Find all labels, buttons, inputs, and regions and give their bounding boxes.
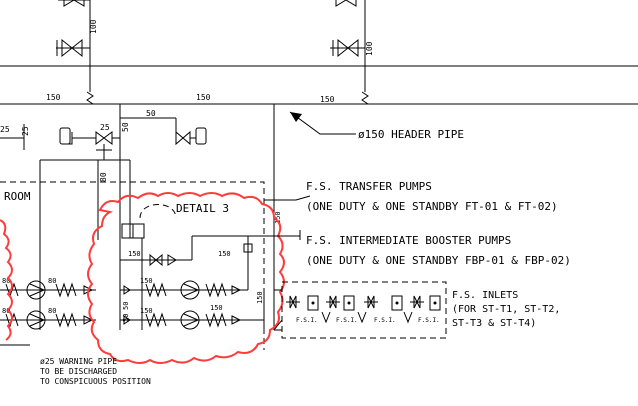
gate-valve-icon <box>56 38 90 58</box>
booster-pump-assembly: DETAIL 3 50 50 150 150 150 150 <box>119 202 282 330</box>
pipe-size-label: 50 <box>146 109 156 118</box>
header-pipe: 150 150 150 <box>0 65 638 330</box>
check-valve-icon <box>167 254 177 266</box>
annotation-leaders <box>192 195 311 240</box>
inlet-tag: F.S.I. <box>418 317 440 324</box>
pipe-size-label: 150 <box>274 211 282 224</box>
pipe-size-label: 100 <box>89 19 98 34</box>
check-valve-icon <box>86 91 94 105</box>
pipe-size-label: 150 <box>128 250 141 258</box>
transfer-pumps-detail: (ONE DUTY & ONE STANDBY FT-01 & FT-02) <box>306 200 558 213</box>
check-valve-icon <box>361 91 369 105</box>
flex-connector-icon <box>145 282 167 298</box>
revision-cloud <box>87 192 285 364</box>
pipe-size-label: 50 <box>122 302 130 310</box>
pipe-size-label: 25 <box>0 125 10 134</box>
valve-box-icon <box>243 243 253 253</box>
header-pipe-leader: ø150 HEADER PIPE <box>289 111 464 141</box>
check-valve-icon <box>83 315 94 325</box>
flex-connector-icon <box>205 282 227 298</box>
pipe-size-label: 150 <box>140 277 153 285</box>
pipe-size-label: 25 <box>100 123 110 132</box>
inlets-detail-1: (FOR ST-T1, ST-T2, <box>452 304 560 315</box>
top-risers: 100 100 <box>56 0 374 105</box>
header-pipe-label: ø150 HEADER PIPE <box>358 128 464 141</box>
inlet-unit: F.S.I. <box>286 295 331 324</box>
gate-valve-icon <box>330 38 365 58</box>
gate-valve-icon <box>149 253 163 267</box>
inlets-title: F.S. INLETS <box>452 290 518 301</box>
inlet-unit: F.S.I. <box>326 295 367 324</box>
flex-connector-icon <box>145 312 167 328</box>
pump-area-piping: 80 <box>0 159 131 346</box>
transfer-pumps: 80 80 80 80 <box>0 277 96 330</box>
pipe-size-label: 150 <box>140 307 153 315</box>
pipe-size-label: 150 <box>256 291 264 304</box>
flex-connector-icon <box>205 312 227 328</box>
pipe-size-label: 150 <box>46 93 61 102</box>
detail-label: DETAIL 3 <box>176 202 229 215</box>
transfer-pumps-title: F.S. TRANSFER PUMPS <box>306 180 432 193</box>
inlet-unit: F.S.I. <box>410 295 441 324</box>
pipe-size-label: 50 <box>121 122 130 132</box>
check-valve-icon <box>231 285 242 295</box>
flex-connector-icon <box>55 282 77 298</box>
pipe-size-label: 100 <box>365 41 374 56</box>
gate-valve-icon <box>335 0 357 7</box>
booster-pumps-detail: (ONE DUTY & ONE STANDBY FBP-01 & FBP-02) <box>306 254 571 267</box>
pipe-size-label: 80 <box>2 307 10 315</box>
inlet-tag: F.S.I. <box>296 317 318 324</box>
inlets-detail-2: ST-T3 & ST-T4) <box>452 318 536 329</box>
room-label: ROOM <box>4 190 31 203</box>
pipe-size-label: 150 <box>196 93 211 102</box>
gate-valve-icon <box>58 0 90 7</box>
fs-inlets: F.S.I. F.S.I. F.S.I. F.S.I. <box>273 281 447 339</box>
warning-pipe-label: ø25 WARNING PIPE <box>40 357 117 366</box>
pipe-size-label: 150 <box>320 95 335 104</box>
inlet-tag: F.S.I. <box>336 317 358 324</box>
check-valve-icon <box>231 315 242 325</box>
revision-cloud-left <box>0 219 13 341</box>
check-valve-icon <box>123 315 131 325</box>
gate-valve-icon <box>95 131 113 145</box>
pipe-size-label: 80 <box>2 277 10 285</box>
check-valve-icon <box>123 285 131 295</box>
gate-valve-icon <box>175 130 191 146</box>
pipe-size-label: 80 <box>99 172 108 182</box>
pipe-size-label: 80 <box>48 277 56 285</box>
pipe-size-label: 25 <box>21 126 30 136</box>
warning-pipe-detail: TO BE DISCHARGED <box>40 367 117 376</box>
booster-pumps-title: F.S. INTERMEDIATE BOOSTER PUMPS <box>306 234 511 247</box>
inlet-unit: F.S.I. <box>364 295 413 324</box>
inlet-tag: F.S.I. <box>374 317 396 324</box>
warning-pipe-detail-2: TO CONSPICUOUS POSITION <box>40 377 151 386</box>
pipe-size-label: 150 <box>218 250 231 258</box>
pipe-size-label: 150 <box>210 304 223 312</box>
pipe-size-label: 80 <box>48 307 56 315</box>
flex-connector-icon <box>55 312 77 328</box>
